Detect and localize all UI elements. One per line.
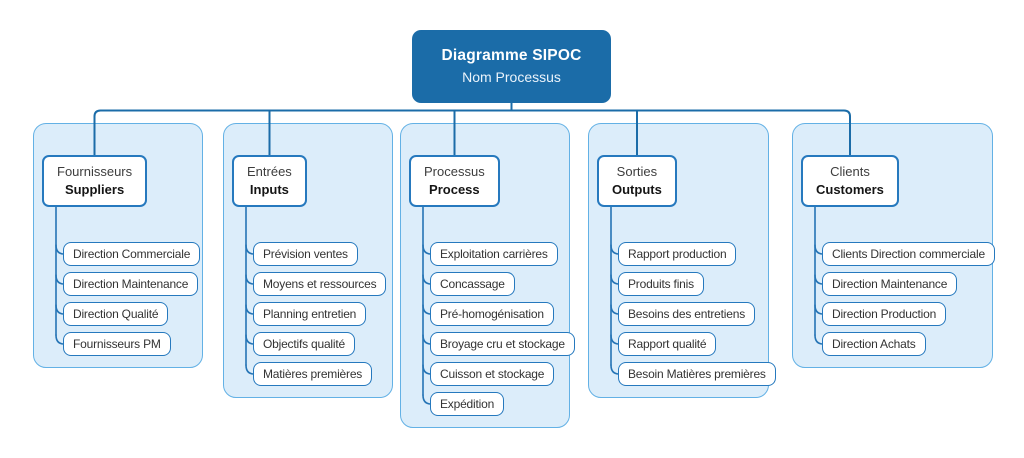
diagram-title-box: Diagramme SIPOC Nom Processus [412, 30, 611, 103]
column-title-fr: Clients [830, 164, 870, 179]
node-item: Rapport qualité [618, 332, 717, 356]
column-title-en: Process [429, 182, 480, 197]
column-title-en: Customers [816, 182, 884, 197]
node-item: Direction Achats [822, 332, 926, 356]
node-item: Expédition [430, 392, 505, 416]
node-item: Rapport production [618, 242, 737, 266]
node-item: Cuisson et stockage [430, 362, 555, 386]
node-item: Pré-homogénisation [430, 302, 554, 326]
column-title-fr: Sorties [616, 164, 658, 179]
node-item: Direction Maintenance [822, 272, 958, 296]
node-item: Produits finis [618, 272, 704, 296]
node-item: Objectifs qualité [253, 332, 355, 356]
node-item: Exploitation carrières [430, 242, 558, 266]
node-item: Moyens et ressources [253, 272, 387, 296]
node-item: Clients Direction commerciale [822, 242, 995, 266]
node-item: Direction Qualité [63, 302, 169, 326]
column-title-en: Suppliers [64, 182, 125, 197]
node-item: Besoin Matières premières [618, 362, 776, 386]
column-title-fr: Processus [424, 164, 485, 179]
node-item: Broyage cru et stockage [430, 332, 575, 356]
node-item: Direction Commerciale [63, 242, 201, 266]
column-title-fr: Entrées [247, 164, 292, 179]
node-item: Matières premières [253, 362, 373, 386]
node-item: Prévision ventes [253, 242, 358, 266]
node-item: Concassage [430, 272, 515, 296]
node-item: Planning entretien [253, 302, 367, 326]
node-item: Besoins des entretiens [618, 302, 756, 326]
diagram-title: Diagramme SIPOC [441, 47, 582, 64]
process-name: Nom Processus [462, 69, 561, 85]
node-item: Fournisseurs PM [63, 332, 171, 356]
column-title-en: Inputs [249, 182, 289, 197]
column-title-en: Outputs [612, 182, 662, 197]
column-title-fr: Fournisseurs [57, 164, 133, 179]
node-item: Direction Maintenance [63, 272, 199, 296]
node-item: Direction Production [822, 302, 947, 326]
